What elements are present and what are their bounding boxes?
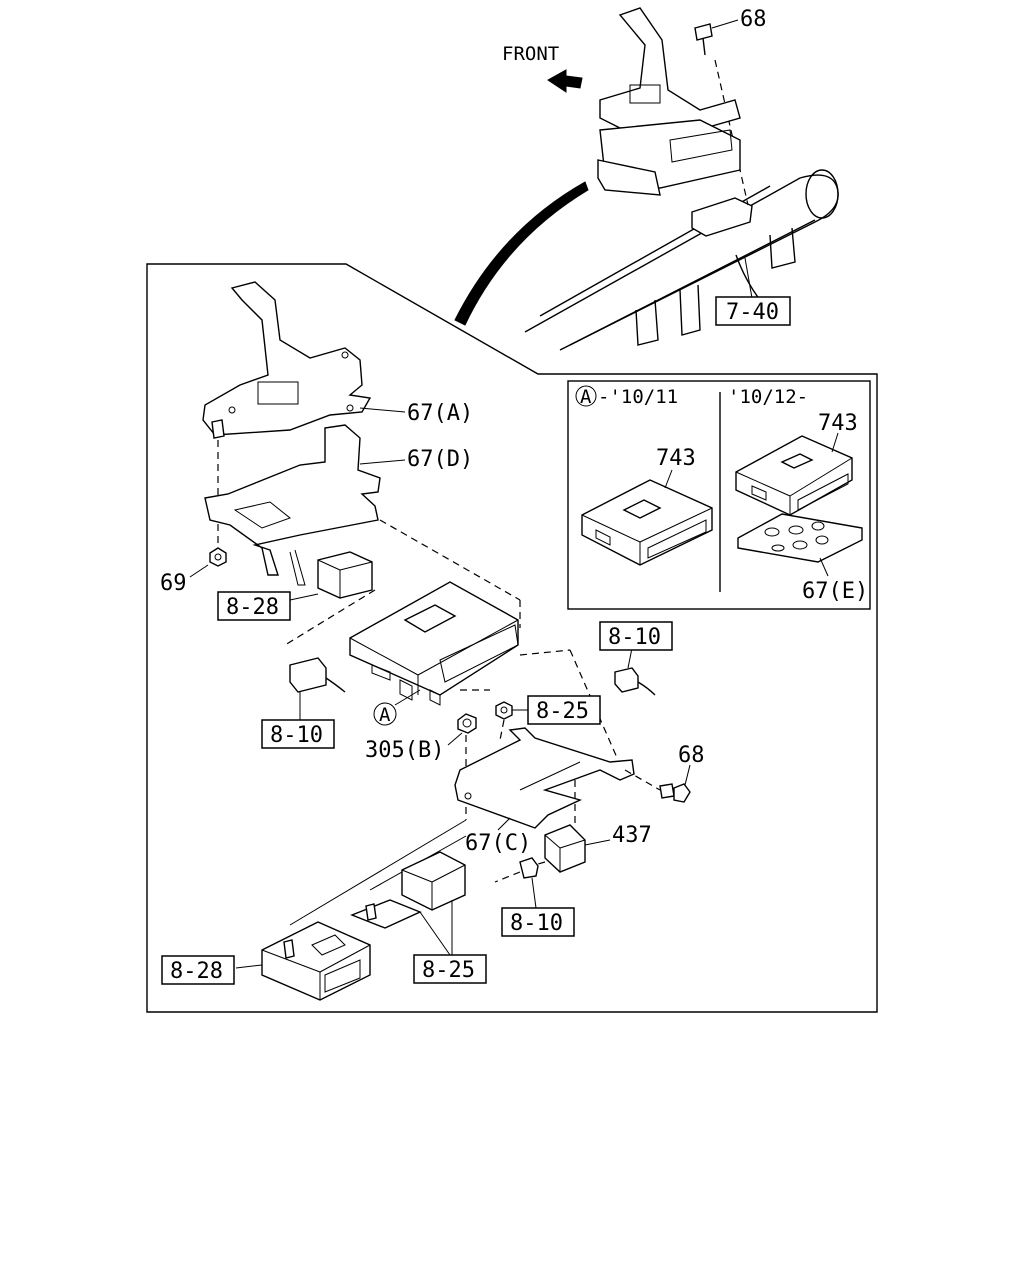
ref-8-25-lower-text: 8-25 [422,958,475,983]
bracket-67c: 67(C) [454,727,635,856]
relay-437-label: 437 [612,823,652,848]
bracket-67c-label: 67(C) [465,831,531,856]
bolt-68: 68 [624,743,705,803]
front-arrow-icon [547,69,583,93]
nuts-middle: 8-25 305(B) [365,695,601,820]
ref-7-40[interactable]: 7-40 [715,257,791,326]
relay-437: 437 8-10 [494,780,652,937]
bracket-67d: 67(D) [204,424,521,628]
bolt-68-top-label: 68 [740,7,767,32]
variant-inset: A -'10/11 '10/12- 743 743 67(E) [567,380,871,610]
ref-7-40-text: 7-40 [726,300,779,325]
callout-a-text: A [379,704,391,726]
magnify-arrow-icon [454,181,589,326]
inset-right-range: '10/12- [728,386,808,408]
inset-marker-circle [575,385,597,407]
ref-8-10-right-text: 8-10 [608,625,661,650]
nut-69: 69 [160,547,227,596]
bracket-67d-label: 67(D) [407,447,473,472]
inset-left-marker: A [580,386,592,408]
inset-left-part-label: 743 [656,446,696,471]
nut-69-label: 69 [160,571,187,596]
front-indicator: FRONT [502,43,583,93]
bracket-67a-label: 67(A) [407,401,473,426]
inset-right-part-label: 743 [818,411,858,436]
bolt-68-label: 68 [678,743,705,768]
connector-left: 8-10 [261,657,346,749]
relay-upper: 8-28 [217,551,376,646]
ref-8-25-upper-text: 8-25 [536,699,589,724]
callout-a-circle [373,702,397,726]
nut-305b-label: 305(B) [365,738,444,763]
ref-8-10-lower-text: 8-10 [510,911,563,936]
inset-bracket-67e-label: 67(E) [802,579,868,604]
ecu-main: A [349,581,619,761]
bracket-67a: 67(A) [202,281,473,548]
inset-left-range: -'10/11 [598,386,678,408]
ref-8-10-left-text: 8-10 [270,723,323,748]
ref-8-28-lower-text: 8-28 [170,959,223,984]
connector-right: 8-10 [599,621,673,696]
crossmember-assembly: 68 [524,7,839,351]
detail-frame [146,263,878,1013]
lower-relays: 8-25 8-28 [161,819,487,1001]
ref-8-28-upper-text: 8-28 [226,595,279,620]
front-label: FRONT [502,43,559,65]
